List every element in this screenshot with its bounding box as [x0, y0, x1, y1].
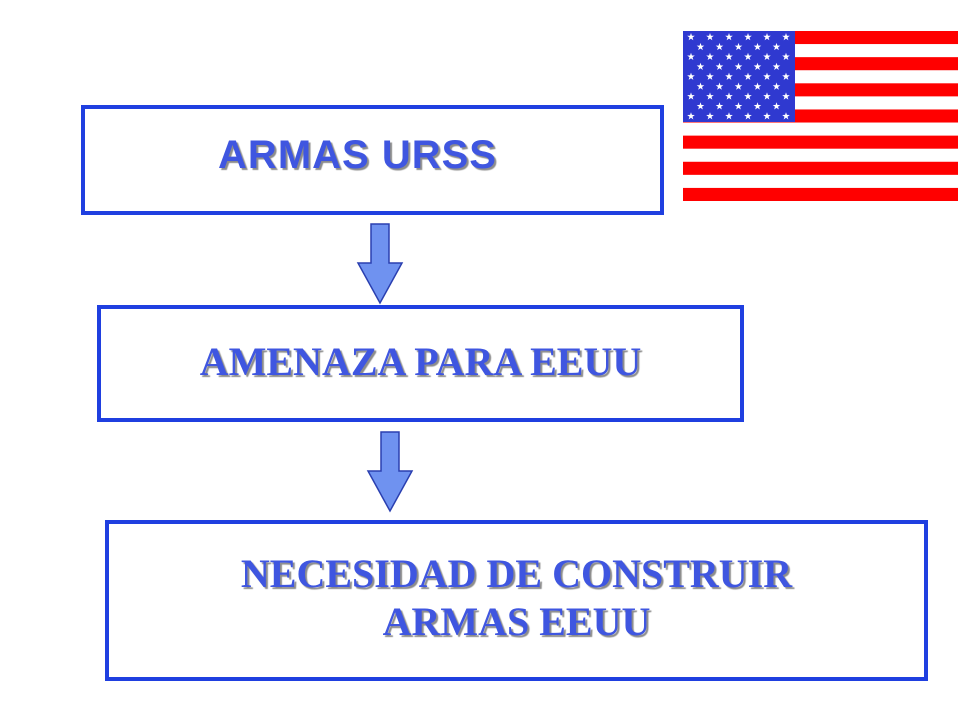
arrow-down-icon	[356, 223, 404, 305]
node-armas-urss-label: ARMAS URSS	[218, 132, 497, 177]
node-armas-urss: ARMAS URSS	[81, 105, 664, 215]
arrow-down-icon	[366, 431, 414, 513]
node-necesidad-line1: NECESIDAD DE CONSTRUIR	[240, 550, 793, 596]
node-necesidad: NECESIDAD DE CONSTRUIR ARMAS EEUU	[105, 520, 928, 681]
node-amenaza: AMENAZA PARA EEUU	[97, 305, 744, 422]
node-amenaza-label: AMENAZA PARA EEUU	[199, 339, 642, 384]
us-flag-icon	[683, 31, 958, 201]
node-necesidad-line2: ARMAS EEUU	[382, 598, 651, 644]
